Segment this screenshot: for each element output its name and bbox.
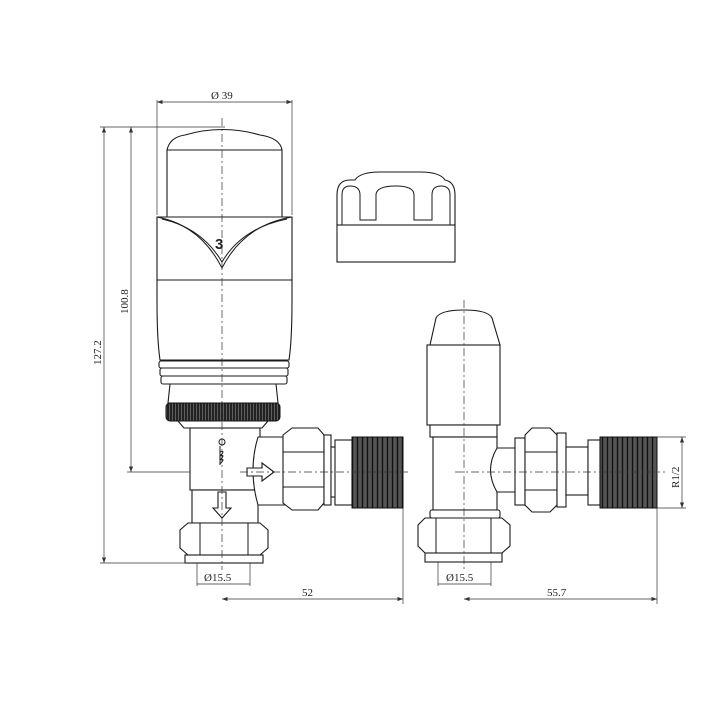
dim-overall-height: 127.2 bbox=[92, 340, 104, 365]
head-ring-1 bbox=[158, 360, 290, 369]
dim-thread-size: R1/2 bbox=[670, 467, 682, 488]
dim-left-pipe-diameter: Ø15.5 bbox=[204, 572, 232, 584]
dim-right-pipe-diameter: Ø15.5 bbox=[446, 572, 474, 584]
valve-body-left bbox=[189, 427, 261, 491]
manual-cap bbox=[336, 171, 456, 263]
dim-valve-height: 100.8 bbox=[119, 289, 131, 314]
hex-nut-left-bottom bbox=[179, 522, 269, 556]
dim-right-offset: 55.7 bbox=[547, 587, 567, 599]
dim-left-offset: 52 bbox=[302, 587, 313, 599]
dimension-lines bbox=[100, 99, 686, 604]
knurled-ring bbox=[165, 402, 281, 422]
head-ring-2 bbox=[159, 367, 289, 377]
head-setting-number: 3 bbox=[215, 236, 223, 253]
manual-valve-right bbox=[417, 300, 665, 570]
hex-nut-left-side bbox=[282, 427, 325, 511]
hex-nut-right-side bbox=[524, 427, 558, 513]
thermostat-cap-dome bbox=[166, 129, 283, 218]
thread-left bbox=[351, 436, 404, 509]
dim-head-diameter: Ø 39 bbox=[211, 90, 233, 102]
thermostatic-valve-left: 3 bbox=[156, 118, 410, 570]
head-ring-3 bbox=[160, 375, 288, 385]
thread-right bbox=[599, 436, 658, 509]
thermostat-body bbox=[156, 216, 293, 361]
